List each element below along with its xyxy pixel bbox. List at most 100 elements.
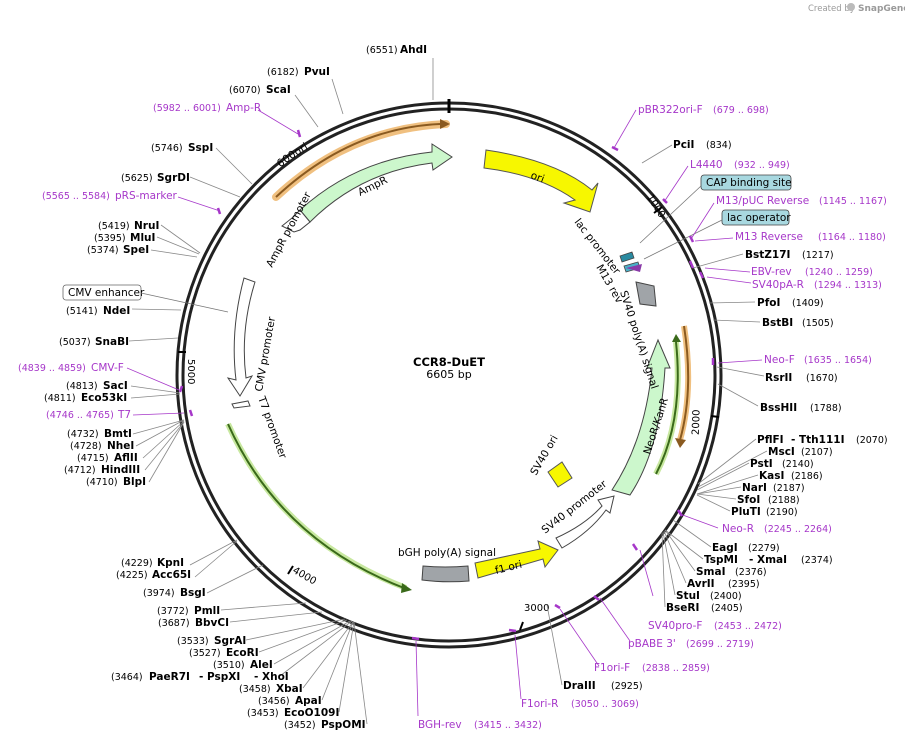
primer-neo-r: Neo-R(2245 .. 2264) bbox=[722, 523, 832, 535]
svg-text:CMV enhancer: CMV enhancer bbox=[68, 287, 145, 299]
enzyme-bstz17i: BstZ17I(1217) bbox=[745, 249, 834, 261]
svg-text:(2699 .. 2719): (2699 .. 2719) bbox=[686, 639, 754, 650]
svg-text:(4813): (4813) bbox=[66, 381, 98, 392]
feature-sv40-polya-rev[interactable] bbox=[675, 325, 692, 448]
svg-text:Neo-F: Neo-F bbox=[764, 354, 795, 366]
enzyme-ecori: (3527)EcoRI bbox=[189, 647, 259, 659]
svg-text:F1ori-F: F1ori-F bbox=[594, 662, 630, 674]
svg-text:HindIII: HindIII bbox=[101, 464, 140, 476]
svg-text:ori: ori bbox=[529, 170, 546, 186]
svg-text:(3772): (3772) bbox=[157, 606, 189, 617]
boxed-cap-binding-site[interactable]: CAP binding site bbox=[639, 174, 792, 244]
svg-text:Eco53kI: Eco53kI bbox=[81, 392, 127, 404]
svg-text:(5565 .. 5584): (5565 .. 5584) bbox=[42, 191, 110, 202]
svg-text:(2405): (2405) bbox=[711, 603, 743, 614]
svg-text:(5374): (5374) bbox=[87, 245, 119, 256]
primer-cmv-f: (4839 .. 4859)CMV-F bbox=[18, 362, 124, 374]
svg-text:(834): (834) bbox=[706, 140, 732, 151]
svg-text:NheI: NheI bbox=[107, 440, 134, 452]
primer-labels: (5982 .. 6001)Amp-R (5565 .. 5584)pRS-ma… bbox=[18, 102, 887, 731]
svg-text:CAP binding site: CAP binding site bbox=[706, 177, 792, 189]
enzyme-ahdi: (6551)AhdI bbox=[366, 44, 427, 56]
enzyme-bseri: BseRI(2405) bbox=[666, 602, 743, 614]
svg-text:BsgI: BsgI bbox=[180, 587, 206, 599]
svg-text:(3050 .. 3069): (3050 .. 3069) bbox=[571, 699, 639, 710]
primer-pbr322ori-f: pBR322ori-F(679 .. 698) bbox=[638, 104, 769, 116]
svg-text:BmtI: BmtI bbox=[104, 428, 132, 440]
svg-text:NdeI: NdeI bbox=[103, 305, 130, 317]
svg-text:SnapGene: SnapGene bbox=[858, 4, 905, 14]
enzyme-labels: (6551)AhdI (6182)PvuI (6070)ScaI (5746)S… bbox=[44, 44, 888, 731]
svg-text:(1164 .. 1180): (1164 .. 1180) bbox=[818, 232, 886, 243]
svg-text:(2188): (2188) bbox=[768, 495, 800, 506]
svg-text:EcoO109I: EcoO109I bbox=[284, 707, 339, 719]
tick-3000: 3000 bbox=[524, 603, 549, 614]
svg-text:AvrII: AvrII bbox=[687, 578, 715, 590]
enzyme-pflfi-tth111i: PflFI - Tth111I (2070) bbox=[757, 434, 888, 446]
enzyme-bsshii: BssHII(1788) bbox=[760, 402, 842, 414]
svg-text:EcoRI: EcoRI bbox=[226, 647, 259, 659]
feature-bgh-polya[interactable]: bGH poly(A) signal bbox=[398, 547, 496, 583]
feature-sv40-promoter[interactable]: SV40 promoter bbox=[539, 478, 615, 549]
enzyme-smai: SmaI(2376) bbox=[696, 566, 767, 578]
svg-text:KpnI: KpnI bbox=[157, 557, 184, 569]
primer-leaders bbox=[126, 109, 763, 717]
feature-ori[interactable]: ori bbox=[483, 149, 599, 213]
enzyme-saci: (4813)SacI bbox=[66, 380, 128, 392]
feature-ampr[interactable]: AmpR bbox=[299, 143, 453, 223]
svg-text:(1788): (1788) bbox=[810, 403, 842, 414]
tick-5000: 5000 bbox=[185, 359, 196, 384]
svg-text:CMV promoter: CMV promoter bbox=[253, 315, 278, 392]
boxed-lac-operator[interactable]: lac operator bbox=[643, 209, 791, 260]
svg-text:XbaI: XbaI bbox=[276, 683, 303, 695]
plasmid-size: 6605 bp bbox=[426, 368, 471, 381]
svg-text:(3453): (3453) bbox=[247, 708, 279, 719]
enzyme-ecoo109i: (3453) EcoO109I bbox=[247, 707, 339, 719]
svg-text:(2107): (2107) bbox=[801, 447, 833, 458]
tick-4000: 4000 bbox=[290, 565, 318, 587]
svg-text:StuI: StuI bbox=[676, 590, 700, 602]
enzyme-tspmi-xmai: TspMI - XmaI (2374) bbox=[704, 554, 833, 566]
enzyme-mlui: (5395)MluI bbox=[94, 232, 155, 244]
svg-text:SspI: SspI bbox=[188, 142, 213, 154]
enzyme-spei: (5374)SpeI bbox=[87, 244, 149, 256]
feature-cmv-promoter[interactable]: CMV promoter bbox=[226, 277, 278, 397]
enzyme-apai: (3456)ApaI bbox=[258, 695, 322, 707]
svg-text:PflFI: PflFI bbox=[757, 434, 784, 446]
enzyme-pspomi: (3452)PspOMI bbox=[284, 719, 366, 731]
primer-m13-reverse: M13 Reverse(1164 .. 1180) bbox=[735, 231, 886, 243]
svg-text:AhdI: AhdI bbox=[400, 44, 427, 56]
svg-text:(1145 .. 1167): (1145 .. 1167) bbox=[819, 196, 887, 207]
feature-cmv-expr-arc[interactable] bbox=[225, 422, 412, 593]
backbone bbox=[175, 99, 723, 649]
feature-lac-promoter[interactable]: lac promoter M13 rev bbox=[572, 216, 642, 305]
svg-text:-: - bbox=[199, 671, 203, 683]
feature-neor-kanr[interactable]: NeoR/KanR bbox=[611, 334, 681, 496]
svg-text:(2245 .. 2264): (2245 .. 2264) bbox=[764, 524, 832, 535]
svg-text:BGH-rev: BGH-rev bbox=[418, 719, 462, 731]
primer-marks bbox=[178, 129, 715, 641]
svg-text:(3974): (3974) bbox=[143, 588, 175, 599]
svg-text:(4746 .. 4765): (4746 .. 4765) bbox=[46, 410, 114, 421]
enzyme-ndei: (5141)NdeI bbox=[66, 305, 130, 317]
svg-text:(2190): (2190) bbox=[766, 507, 798, 518]
svg-text:(4712): (4712) bbox=[64, 465, 96, 476]
enzyme-psti: PstI(2140) bbox=[750, 458, 814, 470]
enzyme-sfoi: SfoI(2188) bbox=[737, 494, 800, 506]
feature-ampr-promoter[interactable]: AmpR promoter bbox=[264, 190, 314, 270]
enzyme-hindiii: (4712) HindIII bbox=[64, 464, 140, 476]
svg-text:L4440: L4440 bbox=[690, 159, 723, 171]
enzyme-pmli: (3772)PmlI bbox=[157, 605, 220, 617]
svg-text:(932 .. 949): (932 .. 949) bbox=[734, 160, 790, 171]
enzyme-msci: MscI(2107) bbox=[768, 446, 833, 458]
enzyme-xbai: (3458)XbaI bbox=[239, 683, 303, 695]
svg-text:F1ori-R: F1ori-R bbox=[521, 698, 558, 710]
enzyme-aflii: (4715)AflII bbox=[77, 452, 138, 464]
enzyme-alei: (3510)AleI bbox=[213, 659, 273, 671]
feature-sv40-ori[interactable]: SV40 ori bbox=[528, 433, 573, 488]
svg-text:(3464): (3464) bbox=[111, 672, 143, 683]
boxed-cmv-enhancer[interactable]: CMV enhancer bbox=[62, 284, 229, 313]
enzyme-stui: StuI(2400) bbox=[676, 590, 742, 602]
svg-text:M13/pUC Reverse: M13/pUC Reverse bbox=[716, 195, 809, 207]
svg-text:BbvCI: BbvCI bbox=[195, 617, 229, 629]
